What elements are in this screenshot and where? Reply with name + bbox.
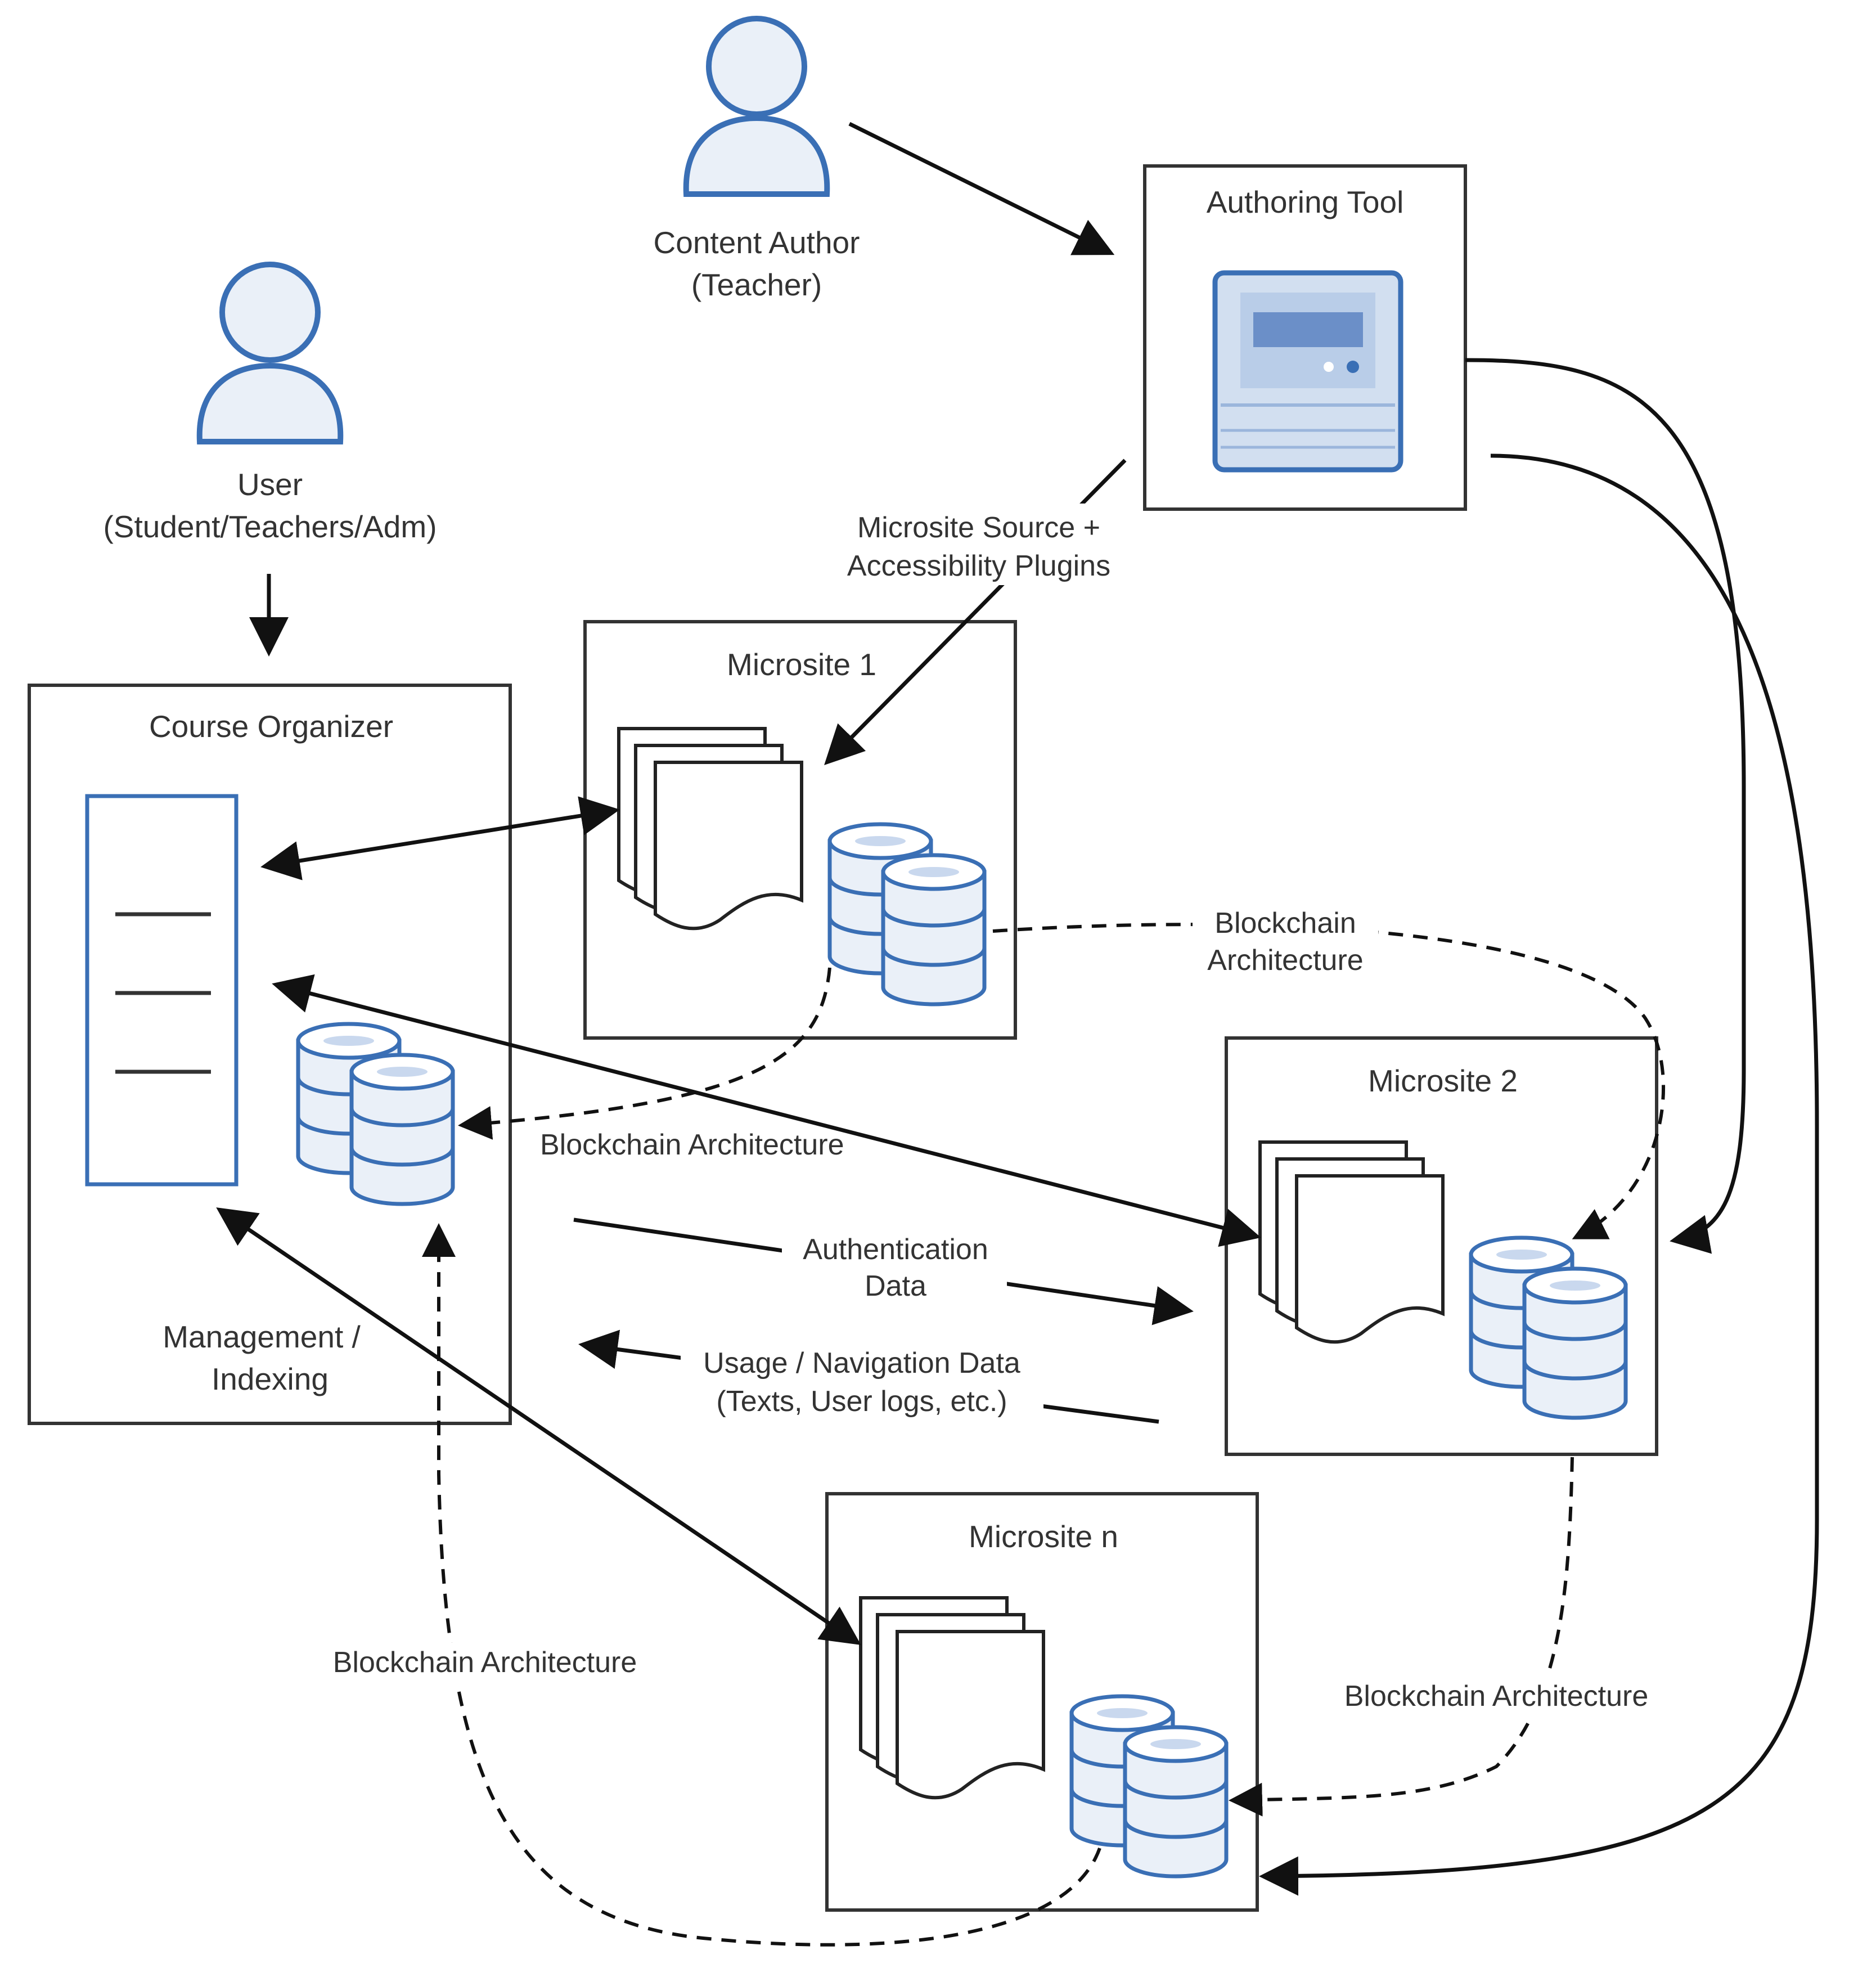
label-authentication-1: Authentication [803, 1233, 988, 1266]
authoring-tool-title: Authoring Tool [1207, 185, 1404, 219]
microsite-n-pages-icon [859, 1596, 1045, 1800]
microsite-2-pages-icon [1258, 1140, 1445, 1344]
content-author-role: (Teacher) [691, 267, 822, 302]
edge-blockchain-ms1-co [458, 967, 831, 1140]
label-blockchain-ms1-ms2-2: Architecture [1207, 944, 1363, 977]
course-organizer-title: Course Organizer [149, 709, 393, 744]
label-blockchain-msn-co-text: Blockchain Architecture [333, 1646, 637, 1679]
label-authentication-2: Data [865, 1270, 926, 1302]
microsite-1-title: Microsite 1 [727, 647, 876, 682]
microsite-2-database-icon [1469, 1235, 1628, 1420]
microsite-n-box: Microsite n [825, 1492, 1259, 1912]
edge-course-organizer-microsite-n [216, 1207, 861, 1645]
label-authentication: Authentication Data [782, 1226, 1007, 1305]
label-usage-navigation: Usage / Navigation Data (Texts, User log… [681, 1339, 1043, 1421]
edge-author-to-authoring-tool [848, 122, 1115, 255]
course-organizer-footer-1: Management / [163, 1319, 361, 1354]
label-blockchain-ms1-ms2-1: Blockchain [1214, 907, 1356, 940]
course-organizer-box: Course Organizer Management / Indexing [28, 684, 512, 1425]
label-usage-navigation-2: (Texts, User logs, etc.) [716, 1385, 1007, 1418]
microsite-1-pages-icon [617, 727, 803, 931]
edge-course-organizer-microsite-2 [272, 974, 1261, 1247]
microsite-2-box: Microsite 2 [1225, 1036, 1658, 1456]
label-usage-navigation-1: Usage / Navigation Data [703, 1347, 1020, 1380]
server-icon [1212, 270, 1403, 473]
label-microsite-source: Microsite Source + Accessibility Plugins [838, 504, 1114, 585]
microsite-2-title: Microsite 2 [1368, 1063, 1518, 1098]
label-microsite-source-2: Accessibility Plugins [847, 550, 1110, 582]
edge-blockchain-ms2-msn [1229, 1457, 1574, 1817]
label-blockchain-ms1-co: Blockchain Architecture [540, 1129, 844, 1161]
label-blockchain-msn-co: Blockchain Architecture [315, 1643, 658, 1682]
microsite-n-database-icon [1069, 1694, 1229, 1879]
label-microsite-source-1: Microsite Source + [857, 511, 1100, 544]
edge-authoring-to-microsite-n [1259, 453, 1819, 1896]
edge-blockchain-msn-co [422, 1223, 1101, 1947]
microsite-1-box: Microsite 1 [583, 620, 1017, 1040]
content-author-label: Content Author [654, 225, 860, 260]
microsite-n-title: Microsite n [969, 1519, 1118, 1554]
user-icon [196, 262, 344, 444]
label-blockchain-ms2-msn-text: Blockchain Architecture [1344, 1680, 1649, 1713]
content-author-icon [683, 16, 830, 197]
edge-course-organizer-microsite-1 [260, 796, 620, 880]
authoring-tool-box: Authoring Tool [1143, 164, 1467, 511]
user-role: (Student/Teachers/Adm) [103, 509, 437, 544]
index-list-icon [85, 794, 239, 1187]
course-organizer-footer-2: Indexing [212, 1362, 329, 1396]
user-label: User [237, 467, 303, 502]
label-blockchain-ms1-ms2: Blockchain Architecture [1193, 900, 1378, 979]
microsite-1-database-icon [827, 822, 987, 1007]
label-blockchain-ms2-msn: Blockchain Architecture [1325, 1677, 1668, 1716]
